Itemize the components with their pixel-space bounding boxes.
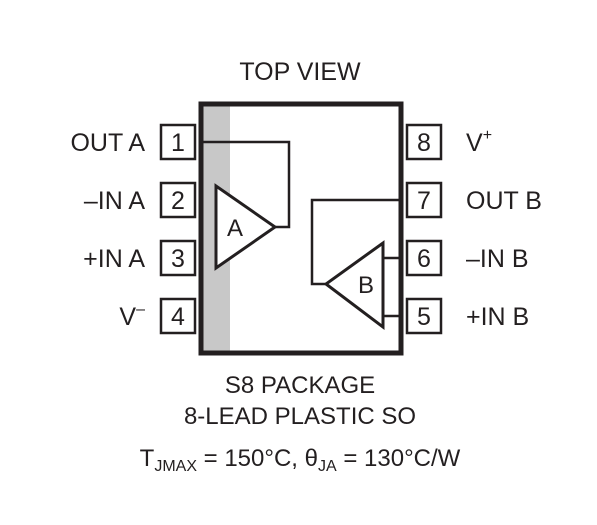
pin-2: 2 –IN A — [84, 181, 197, 219]
theta-ja-value: = 130°C/W — [337, 445, 461, 472]
theta-ja-subscript: JA — [318, 458, 337, 475]
op-amp-b: B — [310, 198, 401, 331]
pin-6-box — [405, 239, 443, 277]
pin-5-box — [405, 297, 443, 335]
pin-2-number: 2 — [171, 187, 185, 215]
pin-3-label: +IN A — [83, 245, 145, 273]
pin-7-label: OUT B — [466, 187, 542, 215]
pin-4-label: V– — [119, 301, 145, 331]
pin-4-box — [159, 297, 197, 335]
tjmax-symbol: T — [140, 445, 155, 472]
pin-6-label: –IN B — [466, 245, 529, 273]
pin-4-number: 4 — [171, 303, 185, 331]
amp-b-triangle — [323, 240, 385, 331]
op-amp-a: A — [201, 140, 291, 271]
pin-8-number: 8 — [417, 129, 431, 157]
tjmax-subscript: JMAX — [154, 458, 197, 475]
amp-a-label: A — [227, 215, 243, 242]
package-outline — [198, 101, 404, 356]
package-description: 8-LEAD PLASTIC SO — [184, 403, 416, 430]
amp-a-output-trace — [201, 140, 291, 229]
pin-8-label-base: V — [466, 129, 483, 157]
left-pins: 1 OUT A 2 –IN A 3 +IN A 4 V– — [70, 123, 197, 335]
pin-8-box — [405, 123, 443, 161]
amp-b-output-trace — [310, 198, 401, 286]
pin-7: 7 OUT B — [405, 181, 542, 219]
pin-6: 6 –IN B — [405, 239, 529, 277]
pin-4-label-base: V — [119, 303, 136, 331]
amp-a-triangle — [214, 183, 278, 271]
pin-6-number: 6 — [417, 245, 431, 273]
pin-2-box — [159, 181, 197, 219]
pin-1-box — [159, 123, 197, 161]
pin-1-label: OUT A — [70, 129, 145, 157]
thermal-specs: TJMAX = 150°C, θJA = 130°C/W — [140, 445, 461, 475]
pin-1-number: 1 — [171, 129, 185, 157]
diagram-title: TOP VIEW — [239, 58, 361, 86]
tjmax-value: = 150°C, — [197, 445, 305, 472]
package-name: S8 PACKAGE — [225, 372, 375, 399]
pin-3-number: 3 — [171, 245, 185, 273]
pin-4: 4 V– — [119, 297, 197, 335]
pin-5-number: 5 — [417, 303, 431, 331]
pin-5-label: +IN B — [466, 303, 529, 331]
pin-8-label: V+ — [466, 127, 492, 157]
pin-8-label-sup: + — [483, 127, 492, 144]
pin-1: 1 OUT A — [70, 123, 197, 161]
pin-7-number: 7 — [417, 187, 431, 215]
pin-3: 3 +IN A — [83, 239, 197, 277]
pin-2-label: –IN A — [84, 187, 145, 215]
pin-4-label-sup: – — [136, 301, 145, 318]
right-pins: 8 V+ 7 OUT B 6 –IN B 5 +IN B — [405, 123, 542, 335]
pin-8: 8 V+ — [405, 123, 492, 161]
pin-7-box — [405, 181, 443, 219]
theta-symbol: θ — [305, 445, 318, 472]
amp-b-label: B — [358, 272, 374, 299]
pin-5: 5 +IN B — [405, 297, 529, 335]
pin-3-box — [159, 239, 197, 277]
